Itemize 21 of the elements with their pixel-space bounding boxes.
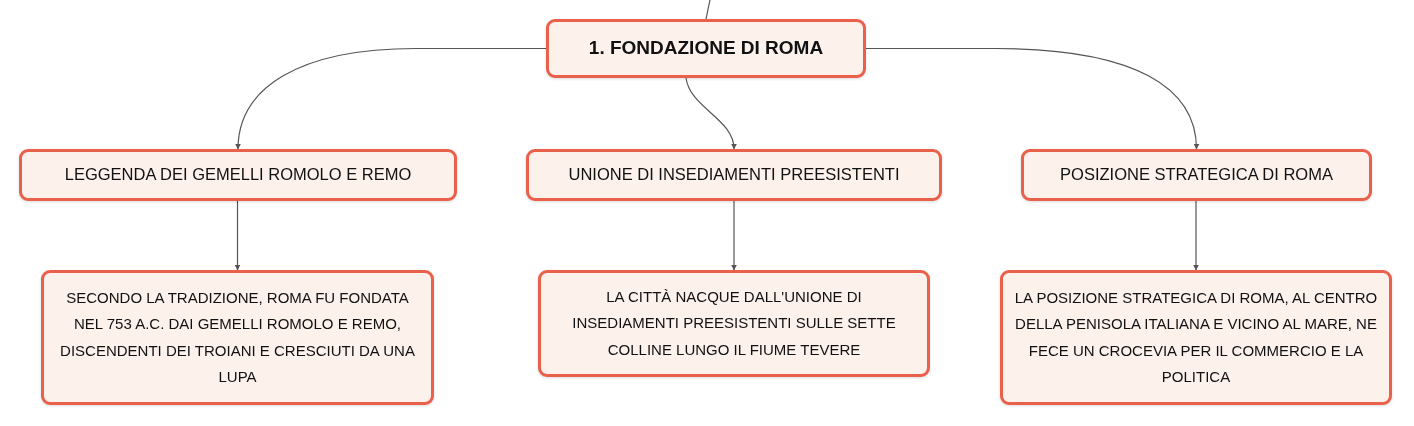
arrow — [685, 77, 737, 150]
arrow — [731, 200, 737, 271]
topic-label: POSIZIONE STRATEGICA DI ROMA — [1060, 165, 1333, 185]
topic-label: LEGGENDA DEI GEMELLI ROMOLO E REMO — [64, 165, 412, 185]
topic-label: UNIONE DI INSEDIAMENTI PREESISTENTI — [568, 165, 900, 185]
subtopic-box — [19, 149, 457, 201]
arrow — [234, 200, 241, 271]
arrow — [235, 47, 547, 150]
connector-line — [705, 0, 711, 20]
topic-label: 1. FONDAZIONE DI ROMA — [588, 37, 824, 60]
topic-box — [546, 19, 866, 78]
description-text: LA CITTÀ NACQUE DALL'UNIONE DI INSEDIAMENTI PREESISTENTI SULLE SETTE COLLINE LUNGO IL FIUME TEVERE — [571, 287, 897, 360]
subtopic-box — [1021, 149, 1372, 201]
description-box — [538, 270, 930, 377]
description-text: SECONDO LA TRADIZIONE, ROMA FU FONDATA NEL 753 A.C. DAI GEMELLI ROMOLO E REMO, DISCENDENTI DEI TROIANI E CRESCIUTI DA UNA LUPA — [59, 288, 416, 387]
arrow — [1193, 200, 1199, 271]
description-text: LA POSIZIONE STRATEGICA DI ROMA, AL CENTRO DELLA PENISOLA ITALIANA E VICINO AL MARE, NE FECE UN CROCEVIA PER IL COMMERCIO E LA POLITICA — [1013, 288, 1379, 387]
description-box — [41, 270, 434, 405]
arrow — [865, 47, 1200, 150]
description-box — [1000, 270, 1392, 405]
subtopic-box — [526, 149, 942, 201]
